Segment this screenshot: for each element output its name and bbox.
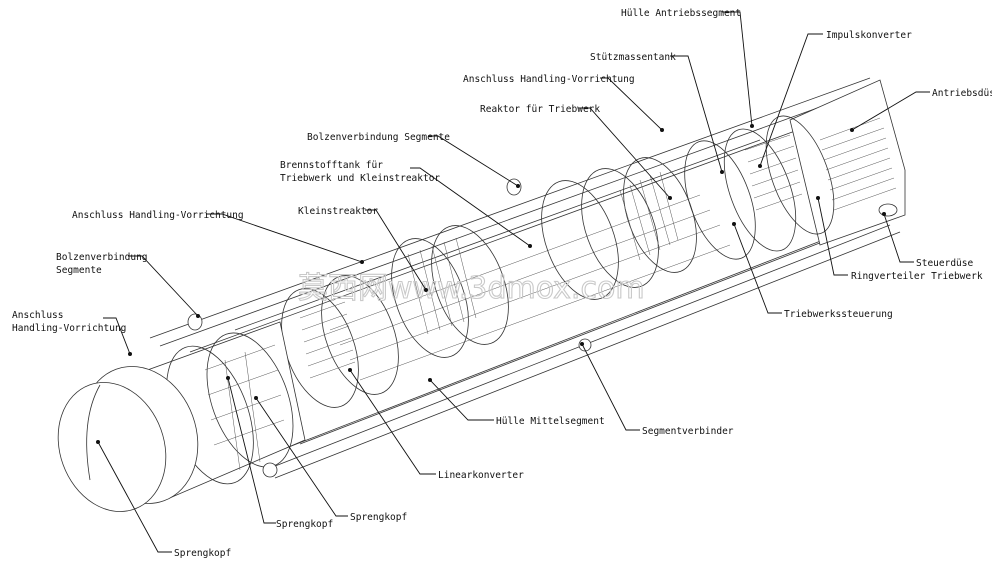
label-sprengkopf-c: Sprengkopf <box>174 548 231 559</box>
label-huelle-antriebssegment: Hülle Antriebssegment <box>621 8 741 19</box>
label-brennstofftank-line1: Brennstofftank für <box>280 160 383 171</box>
watermark: 莫西网www.3dmox.com <box>298 271 645 306</box>
label-anschluss-handling-mid: Anschluss Handling-Vorrichtung <box>72 210 244 221</box>
label-anschluss-handling-left-line1: Anschluss <box>12 310 63 321</box>
leader-lines <box>96 11 930 553</box>
label-anschluss-handling-top: Anschluss Handling-Vorrichtung <box>463 74 635 85</box>
label-huelle-mittelsegment: Hülle Mittelsegment <box>496 416 605 427</box>
labels: Hülle Antriebssegment Impulskonverter St… <box>12 8 992 559</box>
label-kleinstreaktor: Kleinstreaktor <box>298 206 378 217</box>
label-sprengkopf-a: Sprengkopf <box>350 512 407 523</box>
label-ringverteiler: Ringverteiler Triebwerk <box>851 271 983 282</box>
label-reaktor-triebwerk: Reaktor für Triebwerk <box>480 104 600 115</box>
label-impulskonverter: Impulskonverter <box>826 30 912 41</box>
label-antriebsduese: Antriebsdüse <box>932 88 992 99</box>
connector-knobs <box>187 178 898 478</box>
label-brennstofftank-line2: Triebwerk und Kleinstreaktor <box>280 173 440 184</box>
nose-dome <box>57 366 199 512</box>
label-stuetzmassentank: Stützmassentank <box>590 52 676 63</box>
label-triebwerkssteuerung: Triebwerkssteuerung <box>784 309 893 320</box>
label-linearkonverter: Linearkonverter <box>438 470 524 481</box>
label-bolzenverbindung-top: Bolzenverbindung Segmente <box>307 132 450 143</box>
label-anschluss-handling-left-line2: Handling-Vorrichtung <box>12 323 126 334</box>
label-bolzenverbindung-left-line2: Segmente <box>56 265 102 276</box>
label-bolzenverbindung-left-line1: Bolzenverbindung <box>56 252 148 263</box>
label-sprengkopf-b: Sprengkopf <box>276 519 333 530</box>
engine-section <box>684 79 906 260</box>
label-steuerduese: Steuerdüse <box>916 258 973 269</box>
label-segmentverbinder: Segmentverbinder <box>642 426 734 437</box>
reactor-section <box>541 157 697 300</box>
